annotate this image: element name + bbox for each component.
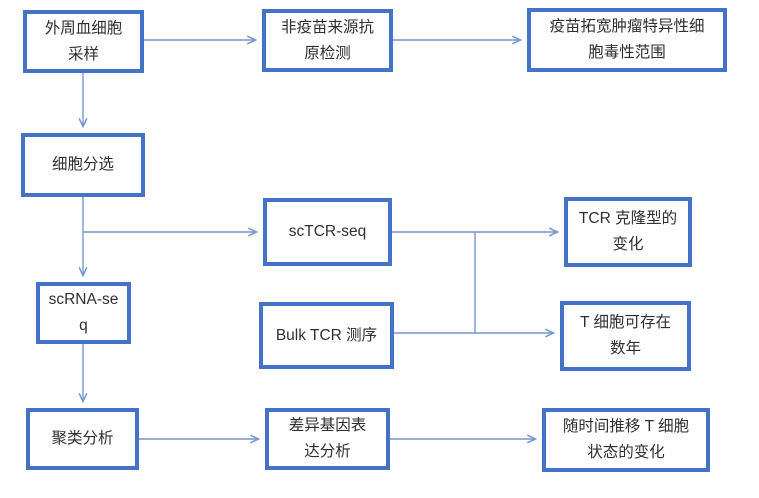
flow-node-bulk-tcr-sequencing: Bulk TCR 测序 [259,302,394,369]
flow-node-non-vaccine-antigen-detection: 非疫苗来源抗 原检测 [262,9,393,72]
node-label: scTCR-seq [288,223,367,241]
flow-node-peripheral-blood-sampling: 外周血细胞 采样 [23,10,144,73]
flow-node-cell-sorting: 细胞分选 [21,133,145,197]
flow-node-vaccine-broadens-cytotoxicity: 疫苗拓宽肿瘤特异性细 胞毒性范围 [527,8,727,72]
flow-node-scrna-seq: scRNA-se q [36,282,131,344]
node-label: T 细胞可存在 数年 [580,314,671,357]
node-label: 聚类分析 [51,430,114,448]
node-label: 非疫苗来源抗 原检测 [280,18,374,62]
flow-node-clustering-analysis: 聚类分析 [26,408,139,470]
node-label: 随时间推移 T 细胞 状态的变化 [562,418,690,461]
flow-node-sctcr-seq: scTCR-seq [263,198,392,266]
node-label: TCR 克隆型的 变化 [578,210,678,253]
node-label: 疫苗拓宽肿瘤特异性细 胞毒性范围 [549,18,705,61]
flow-node-tcr-clonotype-change: TCR 克隆型的 变化 [564,197,692,267]
node-label: Bulk TCR 测序 [275,326,378,344]
node-label: 细胞分选 [51,156,114,174]
flow-node-t-cell-state-change-over-time: 随时间推移 T 细胞 状态的变化 [542,408,710,472]
node-label: 差异基因表 达分析 [288,417,367,460]
node-label: 外周血细胞 采样 [44,19,123,63]
node-label: scRNA-se q [48,291,119,334]
flow-node-t-cells-persist-years: T 细胞可存在 数年 [560,301,691,371]
flow-node-differential-expression-analysis: 差异基因表 达分析 [265,408,390,470]
